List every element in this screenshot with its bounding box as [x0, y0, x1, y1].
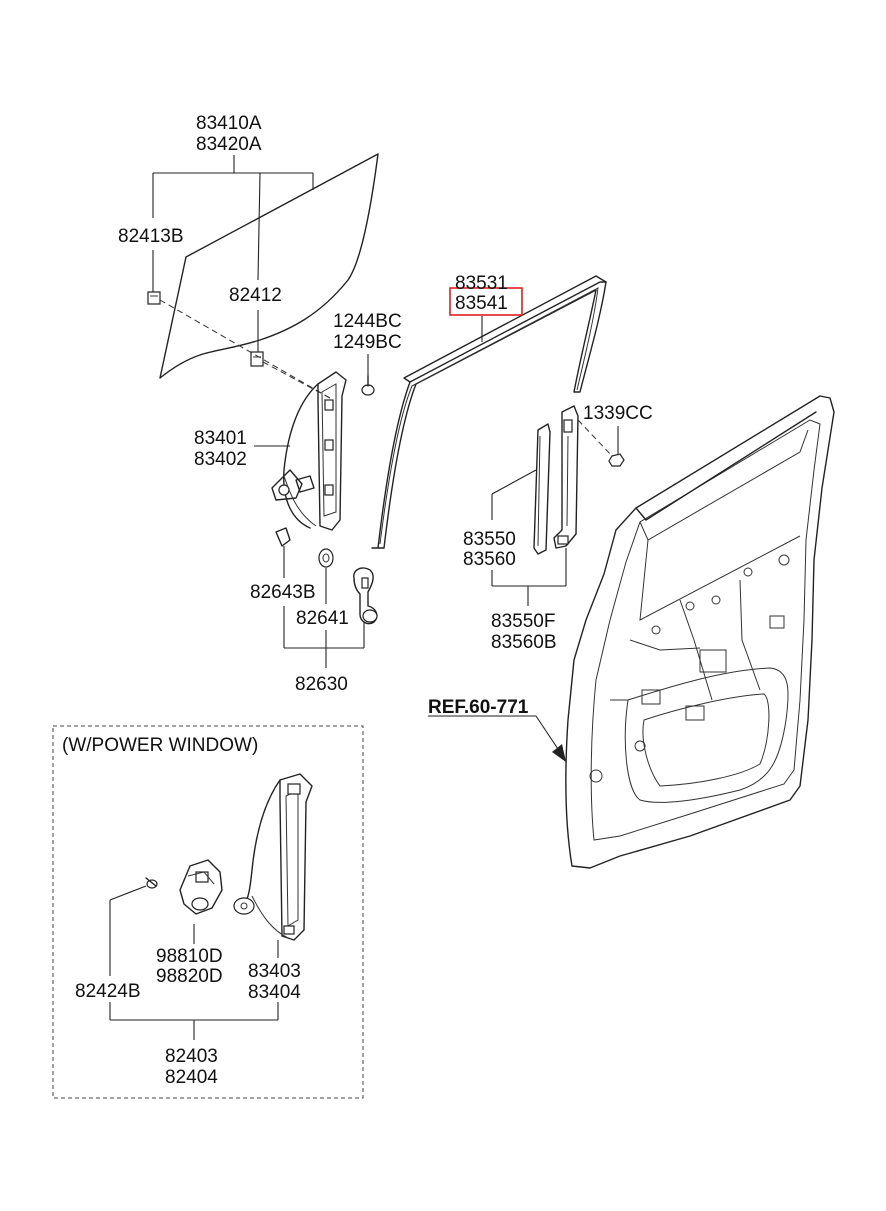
ref-arrow [428, 715, 566, 762]
label-83560: 83560 [463, 549, 516, 570]
door-panel [565, 395, 835, 869]
label-83410A: 83410A [196, 113, 262, 134]
rear-glass-channel-83550 [533, 423, 551, 555]
bolt-82424B [109, 877, 158, 976]
highlight-box [449, 287, 523, 316]
label-82630: 82630 [295, 674, 348, 695]
label-1339CC: 1339CC [583, 403, 653, 424]
window-crank-handle [353, 567, 378, 625]
label-82641: 82641 [296, 608, 349, 629]
label-83531: 83531 [455, 273, 508, 294]
power-window-box [52, 725, 364, 1099]
front-glass-channel-83550F [553, 405, 579, 549]
power-box-leaders [109, 940, 279, 1040]
label-83402: 83402 [194, 449, 247, 470]
label-83550: 83550 [463, 529, 516, 550]
label-1244BC: 1244BC [333, 311, 402, 332]
channel-leaders [491, 469, 567, 606]
label-98810D: 98810D [156, 946, 223, 967]
glass-leaders [152, 155, 314, 352]
label-98820D: 98820D [156, 966, 223, 987]
power-window-motor [179, 859, 223, 944]
label-82643B: 82643B [250, 582, 316, 603]
handle-leaders [283, 546, 365, 668]
label-82404: 82404 [165, 1067, 218, 1088]
label-82403: 82403 [165, 1046, 218, 1067]
label-82424B: 82424B [75, 981, 141, 1002]
bolt-1244BC [361, 354, 375, 396]
label-83401: 83401 [194, 428, 247, 449]
label-83404: 83404 [248, 982, 301, 1003]
label-83550F: 83550F [491, 611, 555, 632]
glass-clip-82413B [147, 291, 161, 305]
label-82413B: 82413B [118, 226, 184, 247]
label-power-window: (W/POWER WINDOW) [62, 735, 258, 756]
label-82412: 82412 [229, 285, 282, 306]
nut-1339CC [608, 426, 625, 467]
glass-run-channel [371, 275, 607, 549]
washer-82641 [318, 548, 334, 568]
label-83420A: 83420A [196, 134, 262, 155]
manual-window-regulator [271, 371, 347, 531]
label-83541: 83541 [455, 293, 508, 314]
label-83560B: 83560B [491, 632, 557, 653]
door-glass [159, 153, 379, 379]
clip-82643B [275, 527, 291, 547]
glass-clip-82412 [250, 351, 264, 367]
power-window-regulator [233, 773, 313, 941]
label-ref: REF.60-771 [428, 697, 529, 718]
label-1249BC: 1249BC [333, 332, 402, 353]
label-83403: 83403 [248, 961, 301, 982]
